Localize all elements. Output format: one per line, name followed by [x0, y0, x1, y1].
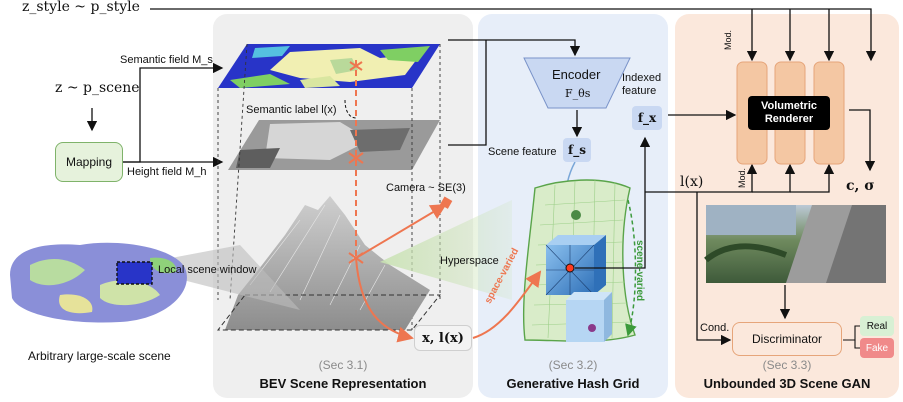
- lx-label: l(x): [680, 174, 704, 190]
- encoder-shape: [523, 57, 631, 109]
- fake-badge: Fake: [860, 338, 894, 358]
- fake-label: Fake: [865, 342, 889, 354]
- camera-label: Camera ~ SE(3): [386, 182, 466, 194]
- indexed-feature-box: f_x: [632, 106, 662, 130]
- hash-section-number: (Sec 3.2): [548, 358, 598, 372]
- scene-prior-label: z ~ p_scene: [55, 80, 140, 96]
- rendered-scene-image: [704, 205, 886, 283]
- bev-section-title: BEV Scene Representation: [259, 376, 427, 391]
- scene-feature-box: f_s: [563, 138, 591, 162]
- mod-bottom-label: Mod.: [737, 167, 747, 188]
- hyperspace-label: Hyperspace: [440, 255, 499, 267]
- volumetric-renderer: Volumetric Renderer: [748, 96, 830, 130]
- semantic-field-map: [218, 44, 440, 88]
- scene-feature-symbol: f_s: [568, 143, 586, 157]
- volumetric-renderer-label: Volumetric Renderer: [760, 100, 818, 125]
- scene-varied-label: scene-varied: [634, 240, 645, 302]
- large-scale-scene-caption: Arbitrary large-scale scene: [28, 349, 171, 363]
- large-scale-scene-map: [10, 242, 187, 323]
- indexed-feature-label: Indexed feature: [622, 72, 662, 97]
- gan-section-number: (Sec 3.3): [762, 358, 812, 372]
- point-label-box: x, l(x): [414, 325, 472, 351]
- style-prior-label: z_style ~ p_style: [22, 0, 140, 15]
- real-label: Real: [866, 320, 888, 332]
- point-label: x, l(x): [422, 330, 464, 346]
- mapping-label: Mapping: [65, 155, 113, 169]
- height-field-label: Height field M_h: [127, 166, 207, 178]
- hash-section-title: Generative Hash Grid: [506, 376, 640, 391]
- mapping-box: Mapping: [55, 142, 123, 182]
- hash-grid-surface: [522, 178, 637, 342]
- mod-top-label: Mod.: [723, 29, 733, 50]
- semantic-label-text: Semantic label l(x): [246, 104, 337, 116]
- scene-feature-label: Scene feature: [488, 146, 557, 158]
- discriminator-box: Discriminator: [732, 322, 842, 356]
- cond-label: Cond.: [700, 322, 730, 334]
- local-scene-window-label: Local scene window: [158, 264, 257, 276]
- indexed-feature-symbol: f_x: [637, 111, 657, 125]
- gan-section-title: Unbounded 3D Scene GAN: [703, 376, 871, 391]
- style-line: [150, 8, 877, 62]
- discriminator-label: Discriminator: [751, 332, 822, 346]
- semantic-field-label: Semantic field M_s: [120, 54, 213, 66]
- encoder-symbol: F_θs: [565, 87, 591, 100]
- height-field-map: [228, 120, 440, 170]
- encoder-title: Encoder: [552, 67, 601, 82]
- bev-section-number: (Sec 3.1): [318, 358, 368, 372]
- real-badge: Real: [860, 316, 894, 336]
- output-label: c, σ: [846, 178, 875, 194]
